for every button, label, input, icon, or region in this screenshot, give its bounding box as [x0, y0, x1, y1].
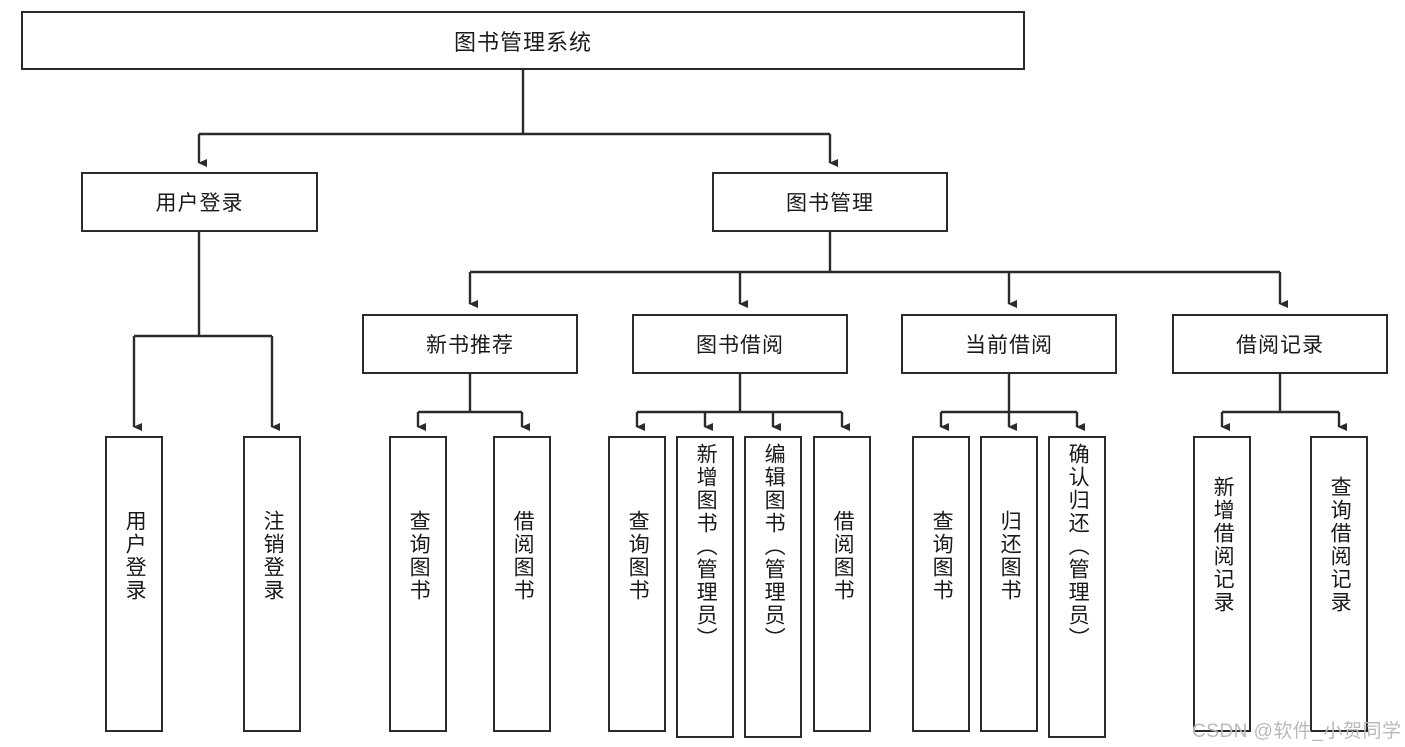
leaf-query-book-1[interactable]: 查询图书	[389, 436, 447, 732]
leaf-user-login[interactable]: 用户登录	[105, 436, 163, 732]
node-root-label: 图书管理系统	[453, 29, 592, 55]
node-book-borrow[interactable]: 图书借阅	[632, 314, 848, 374]
node-book-borrow-label: 图书借阅	[696, 334, 784, 357]
leaf-query-book-3[interactable]: 查询图书	[912, 436, 970, 732]
leaf-user-logout-label: 注销登录	[261, 510, 285, 602]
leaf-query-book-2[interactable]: 查询图书	[608, 436, 666, 732]
leaf-confirm-return-label: 确认归还（管理员）	[1066, 443, 1090, 650]
leaf-confirm-return[interactable]: 确认归还（管理员）	[1048, 436, 1106, 738]
node-book-manage-label: 图书管理	[786, 192, 874, 215]
node-user-login[interactable]: 用户登录	[81, 172, 318, 232]
leaf-borrow-book-1[interactable]: 借阅图书	[493, 436, 551, 732]
leaf-query-book-2-label: 查询图书	[626, 510, 650, 602]
node-root[interactable]: 图书管理系统	[21, 11, 1025, 70]
node-user-login-label: 用户登录	[155, 192, 244, 215]
node-borrow-record[interactable]: 借阅记录	[1172, 314, 1388, 374]
watermark-text: CSDN @软件_小贺同学	[1192, 721, 1402, 742]
leaf-user-logout[interactable]: 注销登录	[243, 436, 301, 732]
leaf-return-book-label: 归还图书	[998, 510, 1022, 602]
leaf-borrow-book-2[interactable]: 借阅图书	[813, 436, 871, 732]
node-borrow-record-label: 借阅记录	[1236, 334, 1324, 357]
leaf-borrow-book-2-label: 借阅图书	[831, 510, 855, 602]
leaf-add-record[interactable]: 新增借阅记录	[1193, 436, 1251, 732]
leaf-add-book[interactable]: 新增图书（管理员）	[676, 436, 734, 738]
node-new-book-recommend-label: 新书推荐	[426, 334, 514, 357]
leaf-query-record[interactable]: 查询借阅记录	[1310, 436, 1368, 732]
leaf-query-record-label: 查询借阅记录	[1328, 476, 1352, 614]
node-current-borrow-label: 当前借阅	[965, 334, 1053, 357]
leaf-query-book-1-label: 查询图书	[407, 510, 431, 602]
node-new-book-recommend[interactable]: 新书推荐	[362, 314, 578, 374]
leaf-edit-book-label: 编辑图书（管理员）	[762, 443, 786, 650]
leaf-borrow-book-1-label: 借阅图书	[511, 510, 535, 602]
leaf-add-book-label: 新增图书（管理员）	[694, 443, 718, 650]
leaf-return-book[interactable]: 归还图书	[980, 436, 1038, 732]
leaf-query-book-3-label: 查询图书	[930, 510, 954, 602]
leaf-add-record-label: 新增借阅记录	[1211, 476, 1235, 614]
leaf-user-login-label: 用户登录	[123, 510, 147, 602]
node-current-borrow[interactable]: 当前借阅	[901, 314, 1117, 374]
node-book-manage[interactable]: 图书管理	[712, 172, 948, 232]
leaf-edit-book[interactable]: 编辑图书（管理员）	[744, 436, 802, 738]
